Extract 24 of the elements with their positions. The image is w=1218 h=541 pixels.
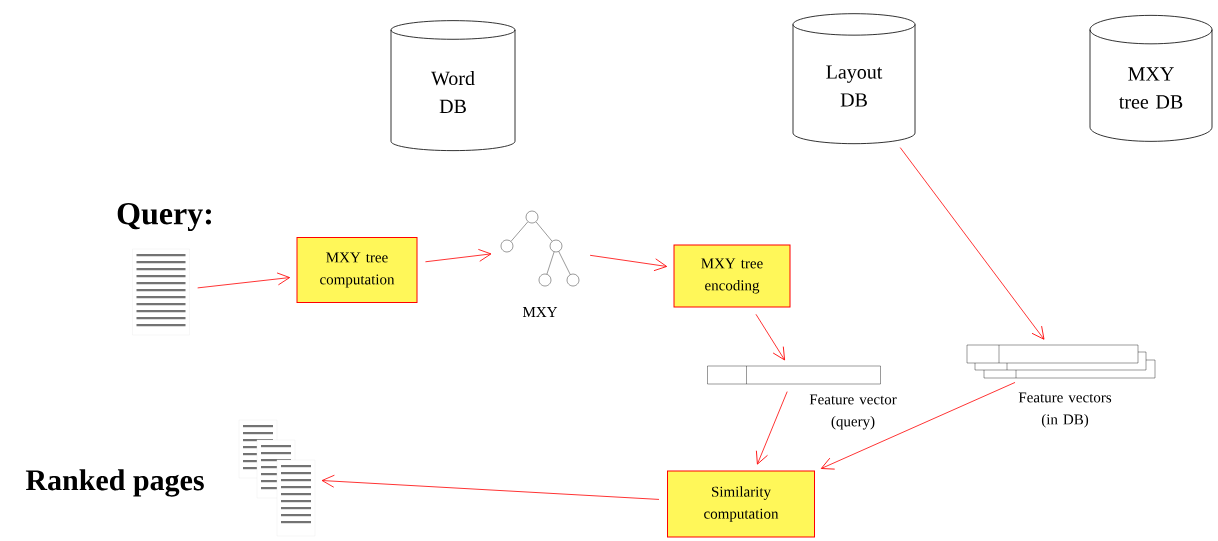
arrow <box>756 391 788 465</box>
tree-drawing <box>500 210 580 287</box>
process-box: Similarity computation <box>667 470 815 538</box>
arrow <box>321 474 660 500</box>
arrow <box>899 147 1045 340</box>
node-label: Feature vectors (in DB) <box>1018 392 1112 428</box>
arrow <box>755 313 785 361</box>
picture <box>238 419 316 537</box>
process-box: MXY tree encoding <box>673 244 791 308</box>
node-label: MXY <box>522 307 558 317</box>
feature-vector <box>707 365 881 385</box>
picture <box>132 248 190 336</box>
heading: Query: <box>117 202 212 232</box>
node-label: Feature vector (query) <box>809 394 897 430</box>
database-cylinder: MXY tree DB <box>1089 14 1213 142</box>
arrow <box>197 272 291 289</box>
heading: Ranked pages <box>25 469 204 497</box>
feature-vector-stack <box>966 344 1156 379</box>
process-box: MXY tree computation <box>296 237 418 303</box>
arrow <box>425 249 492 263</box>
database-cylinder: Word DB <box>390 20 516 151</box>
database-cylinder: Layout DB <box>792 13 916 145</box>
arrow <box>589 254 668 272</box>
arrow <box>820 382 1016 470</box>
